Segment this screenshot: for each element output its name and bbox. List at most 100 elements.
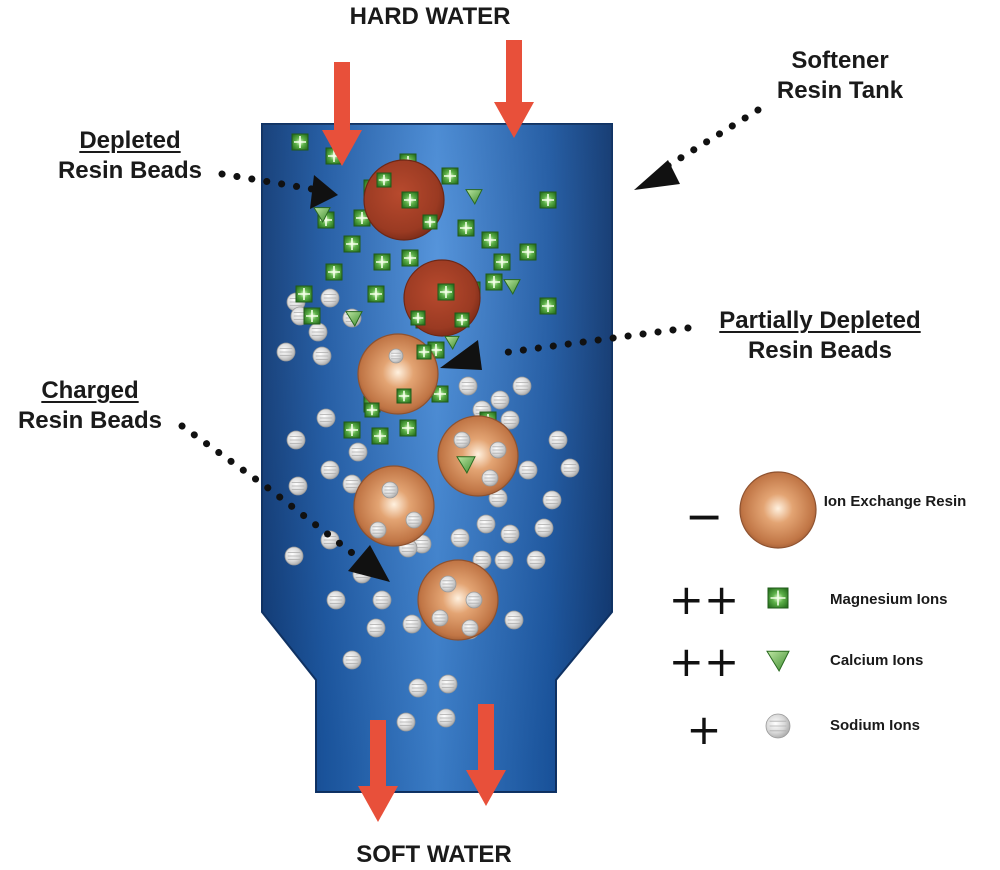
magnesium-ion-icon [343, 421, 361, 439]
legend-charge-magnesium: ++ [669, 575, 739, 624]
sodium-ion-icon [388, 348, 404, 364]
charged-pointer-arrow [178, 422, 390, 582]
legend-charge-resin: − [685, 489, 724, 543]
depleted-beads-label: Depleted Resin Beads [20, 126, 240, 186]
sodium-ion-icon [465, 591, 483, 609]
calcium-ion-icon [465, 189, 483, 206]
sodium-ion-icon [284, 546, 304, 566]
magnesium-ion-icon [373, 253, 391, 271]
resin-bead-charged [353, 465, 435, 547]
legend-resin-bead-icon [739, 471, 817, 549]
magnesium-ion-icon [457, 219, 475, 237]
legend-label-calcium: Calcium Ions [830, 652, 924, 669]
sodium-ion-icon [500, 524, 520, 544]
magnesium-ion-icon [376, 172, 392, 188]
calcium-ion-icon [766, 650, 790, 673]
sodium-ion-icon [308, 322, 328, 342]
magnesium-ion-icon [291, 133, 309, 151]
legend-label-resin-line-1: Ion Exchange [823, 493, 922, 510]
magnesium-ion-icon [367, 285, 385, 303]
partially-depleted-label-line-1: Partially Depleted [719, 307, 921, 334]
sodium-ion-icon [405, 511, 423, 529]
magnesium-ion-icon [401, 191, 419, 209]
depleted-pointer-arrow [218, 170, 338, 209]
sodium-ion-icon [369, 521, 387, 539]
magnesium-ion-icon [493, 253, 511, 271]
magnesium-ion-icon [401, 249, 419, 267]
magnesium-ion-icon [422, 214, 438, 230]
soft-water-outflow-arrow-right [466, 704, 506, 806]
magnesium-ion-icon [371, 427, 389, 445]
sodium-ion-icon [396, 712, 416, 732]
charged-beads-label-line-2: Resin Beads [17, 407, 163, 434]
resin-bead-charged [417, 559, 499, 641]
charged-beads-label-line-1: Charged [41, 377, 139, 404]
sodium-ion-icon [431, 609, 449, 627]
magnesium-ion-icon [539, 191, 557, 209]
sodium-ion-icon [504, 610, 524, 630]
magnesium-ion-icon [364, 402, 380, 418]
sodium-ion-icon [320, 288, 340, 308]
magnesium-ion-icon [416, 344, 432, 360]
magnesium-ion-icon [410, 310, 426, 326]
resin-bead-layer [353, 159, 519, 641]
calcium-ion-icon [313, 207, 331, 224]
magnesium-ion-icon [519, 243, 537, 261]
legend-label-magnesium: Magnesium Ions [830, 591, 948, 608]
hard-water-label: HARD WATER [349, 3, 511, 30]
magnesium-ion-icon [343, 235, 361, 253]
legend-label-sodium: Sodium Ions [830, 717, 920, 734]
sodium-ion-icon [316, 408, 336, 428]
sodium-ion-icon [481, 469, 499, 487]
sodium-ion-icon [765, 713, 791, 739]
depleted-beads-label-line-2: Resin Beads [57, 157, 203, 184]
magnesium-ion-icon [481, 231, 499, 249]
softener-tank-label-line-2: Resin Tank [776, 77, 904, 104]
sodium-ion-icon [490, 390, 510, 410]
sodium-ion-icon [342, 650, 362, 670]
magnesium-ion-icon [399, 419, 417, 437]
magnesium-ion-icon [437, 283, 455, 301]
magnesium-ion-icon [441, 167, 459, 185]
calcium-ion-icon [444, 335, 460, 351]
sodium-ion-icon [381, 481, 399, 499]
legend-charge-sodium: + [686, 705, 721, 754]
sodium-ion-icon [534, 518, 554, 538]
sodium-ion-icon [312, 346, 332, 366]
partial-pointer-arrow [440, 324, 692, 370]
soft-water-label: SOFT WATER [356, 841, 512, 868]
magnesium-ion-icon [295, 285, 313, 303]
partially-depleted-label-line-2: Resin Beads [747, 337, 893, 364]
softener-tank-label: Softener Resin Tank [740, 46, 940, 106]
sodium-ion-icon [450, 528, 470, 548]
resin-tank-shading [262, 124, 612, 792]
sodium-ion-icon [372, 590, 392, 610]
softener-tank-label-line-1: Softener [791, 47, 889, 74]
calcium-ion-icon [503, 279, 521, 296]
hard-water-inflow-arrow-left [322, 62, 362, 166]
sodium-ion-icon [348, 442, 368, 462]
sodium-ion-icon [408, 678, 428, 698]
sodium-ion-icon [276, 342, 296, 362]
partially-depleted-label: Partially Depleted Resin Beads [690, 306, 950, 366]
legend-charge-calcium: ++ [669, 637, 739, 686]
sodium-ion-icon [512, 376, 532, 396]
sodium-ion-icon [320, 460, 340, 480]
sodium-ion-icon [366, 618, 386, 638]
calcium-ion-icon [345, 311, 363, 328]
sodium-ion-icon [453, 431, 471, 449]
sodium-ion-icon [476, 514, 496, 534]
sodium-ion-icon [458, 376, 478, 396]
sodium-ion-icon [548, 430, 568, 450]
resin-bead-charged [437, 415, 519, 497]
sodium-ion-icon [542, 490, 562, 510]
magnesium-ion-icon [396, 388, 412, 404]
legend-icon-layer: −+++++ [669, 471, 817, 754]
sodium-ion-icon [500, 410, 520, 430]
sodium-ion-icon [436, 708, 456, 728]
sodium-ion-icon [402, 614, 422, 634]
magnesium-ion-icon [539, 297, 557, 315]
sodium-ion-icon [560, 458, 580, 478]
